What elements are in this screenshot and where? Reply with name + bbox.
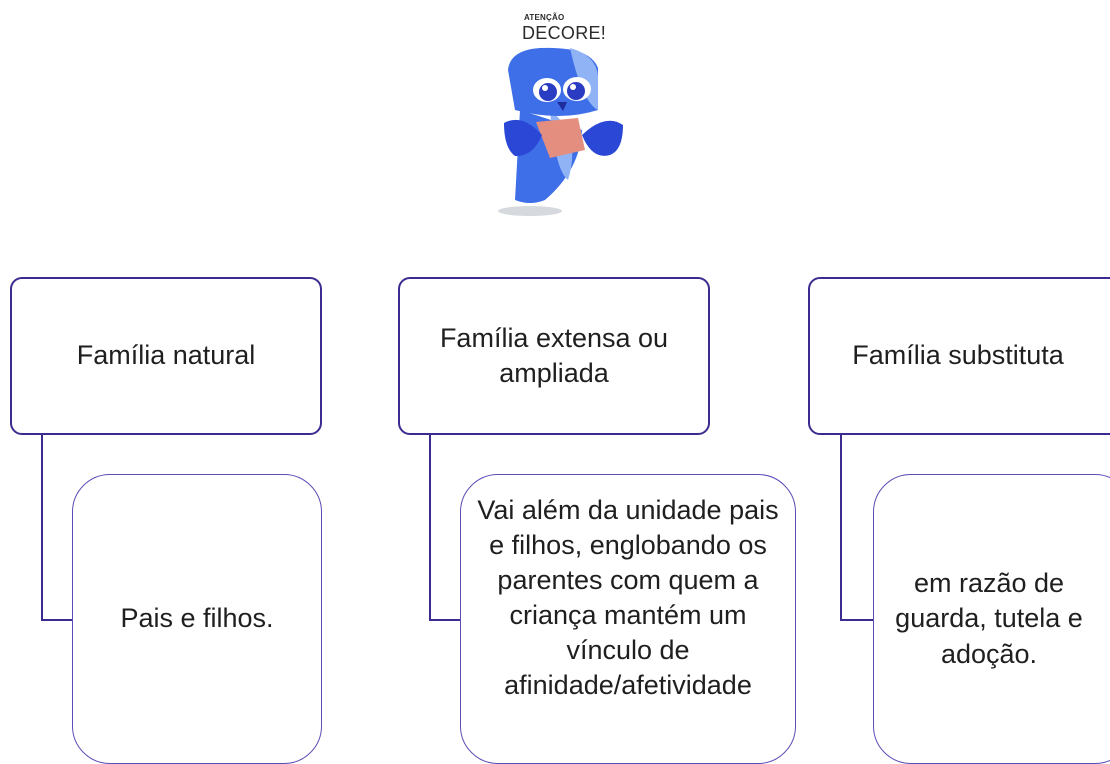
family-box-natural: Família natural [10,277,322,435]
connector-line-3 [840,435,875,621]
family-title-substitute: Família substituta [852,340,1064,371]
connector-lines [41,435,875,621]
family-box-substitute: Família substituta [808,277,1110,435]
mascot-title: DECORE! [522,23,607,43]
connector-line-1 [41,435,74,621]
detail-text-substitute: em razão de guarda, tutela e adoção. [895,568,1083,669]
detail-box-extended: Vai além da unidade pais e filhos, englo… [460,474,796,764]
owl-icon [498,47,623,216]
detail-box-substitute: em razão de guarda, tutela e adoção. [873,474,1110,764]
family-box-extended: Família extensa ou ampliada [398,277,710,435]
connector-line-2 [429,435,462,621]
family-title-natural: Família natural [76,340,256,371]
mascot-kicker: ATENÇÃO [524,13,565,22]
detail-text-natural: Pais e filhos. [120,603,274,634]
detail-text-extended: Vai além da unidade pais e filhos, englo… [477,494,779,701]
detail-box-natural: Pais e filhos. [72,474,322,764]
decore-mascot: ATENÇÃO DECORE! [470,10,640,225]
family-title-extended: Família extensa ou ampliada [439,322,669,388]
